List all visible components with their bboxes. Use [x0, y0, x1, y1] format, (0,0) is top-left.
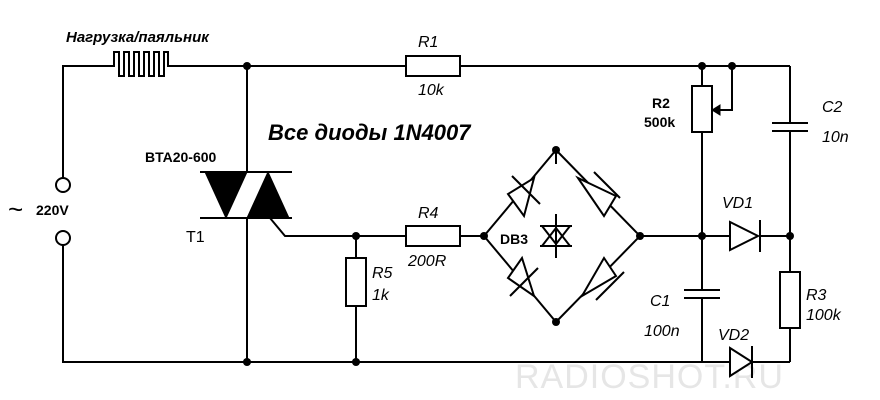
r5-value: 1k [372, 287, 390, 304]
c2-ref: C2 [822, 99, 843, 116]
capacitor-c1 [684, 289, 720, 299]
diode-note: Все диоды 1N4007 [268, 120, 472, 145]
r5-ref: R5 [372, 265, 393, 282]
resistor-r5 [345, 257, 367, 307]
diode-vd2 [729, 346, 754, 378]
r3-ref: R3 [806, 287, 827, 304]
c1-ref: C1 [650, 293, 670, 310]
triac-ref: T1 [186, 229, 205, 246]
vd1-ref: VD1 [722, 195, 753, 212]
resistor-r1 [405, 55, 461, 77]
triac-model: BTA20-600 [145, 149, 217, 165]
resistor-r4 [405, 225, 461, 247]
voltage-label: 220V [36, 202, 69, 218]
c2-value: 10n [822, 129, 849, 146]
triac-t1 [200, 170, 292, 220]
r2-value: 500k [644, 114, 675, 130]
wires [62, 65, 791, 363]
resistor-r3 [779, 271, 801, 329]
r4-ref: R4 [418, 205, 439, 222]
mains-terminals [55, 177, 71, 246]
r4-value: 200R [407, 253, 447, 270]
r1-value: 10k [418, 82, 445, 99]
db3-ref: DB3 [500, 231, 528, 247]
r1-ref: R1 [418, 34, 438, 51]
capacitor-c2 [772, 122, 808, 132]
load-label: Нагрузка/паяльник [66, 29, 210, 46]
c1-value: 100n [644, 323, 680, 340]
diode-bridge [482, 148, 642, 324]
vd2-ref: VD2 [718, 327, 749, 344]
potentiometer-r2 [691, 85, 721, 133]
load-heater [108, 51, 172, 77]
diode-vd1 [729, 220, 761, 252]
r2-ref: R2 [652, 95, 670, 111]
r3-value: 100k [806, 307, 842, 324]
ac-tilde: ~ [8, 194, 23, 224]
